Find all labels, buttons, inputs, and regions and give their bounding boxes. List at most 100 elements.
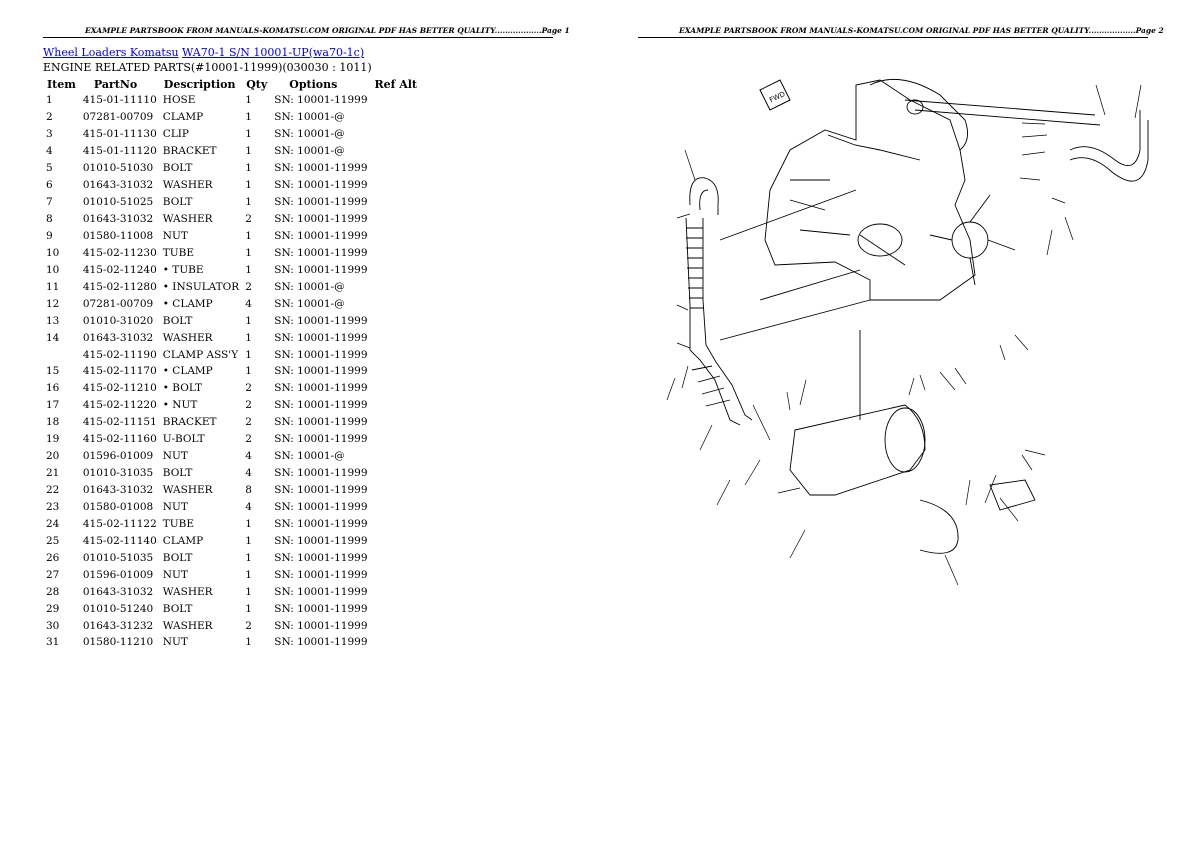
cell-options: SN: 10001-11999: [274, 263, 368, 276]
cell-ref-alt: [371, 634, 422, 651]
cell-item: 8: [46, 213, 53, 226]
cell-partno: 415-01-11110: [82, 94, 157, 107]
cell-qty: 1: [245, 246, 252, 259]
col-header-qty: Qty: [246, 78, 268, 91]
cell-description: WASHER: [162, 484, 213, 497]
cell-qty: 4: [245, 450, 252, 463]
cell-qty: 1: [245, 636, 252, 649]
cell-qty: 1: [245, 196, 252, 209]
cell-item: 23: [46, 500, 60, 513]
page2-header: EXAMPLE PARTSBOOK FROM MANUALS-KOMATSU.C…: [679, 26, 1164, 35]
cell-item: 1: [46, 94, 53, 107]
cell-partno: 01596-01009: [82, 450, 154, 463]
cell-ref-alt: [371, 380, 422, 397]
cell-options: SN: 10001-11999: [274, 213, 368, 226]
cell-options: SN: 10001-11999: [274, 416, 368, 429]
cell-description: NUT: [162, 229, 188, 242]
cell-ref-alt: [371, 600, 422, 617]
cell-partno: 415-02-11220: [82, 399, 157, 412]
cell-qty: 1: [245, 348, 252, 361]
cell-item: 11: [46, 280, 60, 293]
cell-description: • CLAMP: [162, 365, 213, 378]
cell-description: TUBE: [162, 246, 195, 259]
cell-qty: 2: [245, 619, 252, 632]
cell-description: WASHER: [162, 331, 213, 344]
breadcrumb-link-model[interactable]: WA70-1 S/N 10001-UP(wa70-1c): [182, 46, 365, 59]
cell-ref-alt: [371, 448, 422, 465]
cell-options: SN: 10001-11999: [274, 179, 368, 192]
cell-qty: 1: [245, 145, 252, 158]
cell-options: SN: 10001-11999: [274, 246, 368, 259]
engine-outline: [685, 78, 1149, 554]
table-header-row: Item PartNo Description Qty Options Ref …: [43, 77, 421, 92]
cell-description: WASHER: [162, 213, 213, 226]
cell-qty: 1: [245, 551, 252, 564]
cell-ref-alt: [371, 194, 422, 211]
cell-item: 26: [46, 551, 60, 564]
cell-item: 5: [46, 162, 53, 175]
cell-ref-alt: [371, 160, 422, 177]
cell-qty: 2: [245, 416, 252, 429]
cell-qty: 1: [245, 534, 252, 547]
page1-header-rule: [43, 37, 553, 38]
cell-qty: 2: [245, 280, 252, 293]
cell-partno: 415-02-11122: [82, 517, 157, 530]
cell-item: 18: [46, 416, 60, 429]
col-header-ref-alt: Ref Alt: [374, 78, 418, 91]
cell-options: SN: 10001-11999: [274, 551, 368, 564]
cell-item: 9: [46, 229, 53, 242]
cell-ref-alt: [371, 583, 422, 600]
cell-partno: 01643-31032: [82, 331, 154, 344]
cell-partno: 01596-01009: [82, 568, 154, 581]
cell-ref-alt: [371, 515, 422, 532]
cell-options: SN: 10001-11999: [274, 229, 368, 242]
cell-partno: 07281-00709: [82, 111, 154, 124]
col-header-partno: PartNo: [93, 78, 138, 91]
cell-item: 19: [46, 433, 60, 446]
cell-description: U-BOLT: [162, 433, 205, 446]
cell-ref-alt: [371, 499, 422, 516]
cell-description: • INSULATOR: [162, 280, 240, 293]
cell-options: SN: 10001-11999: [274, 484, 368, 497]
cell-options: SN: 10001-11999: [274, 517, 368, 530]
cell-ref-alt: [371, 92, 422, 109]
cell-partno: 415-02-11190: [82, 348, 157, 361]
cell-options: SN: 10001-11999: [274, 365, 368, 378]
cell-partno: 01010-51025: [82, 196, 154, 209]
cell-partno: 01643-31032: [82, 213, 154, 226]
breadcrumb-link-wheel-loaders[interactable]: Wheel Loaders Komatsu: [43, 46, 179, 59]
cell-partno: 415-02-11240: [82, 263, 157, 276]
cell-description: WASHER: [162, 585, 213, 598]
cell-partno: 415-01-11130: [82, 128, 157, 141]
cell-item: 20: [46, 450, 60, 463]
cell-description: BOLT: [162, 196, 193, 209]
cell-ref-alt: [371, 363, 422, 380]
cell-qty: 1: [245, 314, 252, 327]
cell-ref-alt: [371, 431, 422, 448]
cell-qty: 1: [245, 602, 252, 615]
cell-options: SN: 10001-11999: [274, 602, 368, 615]
cell-options: SN: 10001-11999: [274, 162, 368, 175]
cell-description: NUT: [162, 568, 188, 581]
cell-options: SN: 10001-11999: [274, 399, 368, 412]
cell-qty: 4: [245, 467, 252, 480]
cell-qty: 1: [245, 517, 252, 530]
cell-item: 10: [46, 263, 60, 276]
cell-options: SN: 10001-11999: [274, 196, 368, 209]
cell-description: BOLT: [162, 467, 193, 480]
cell-description: WASHER: [162, 619, 213, 632]
cell-qty: 1: [245, 568, 252, 581]
cell-options: SN: 10001-11999: [274, 500, 368, 513]
